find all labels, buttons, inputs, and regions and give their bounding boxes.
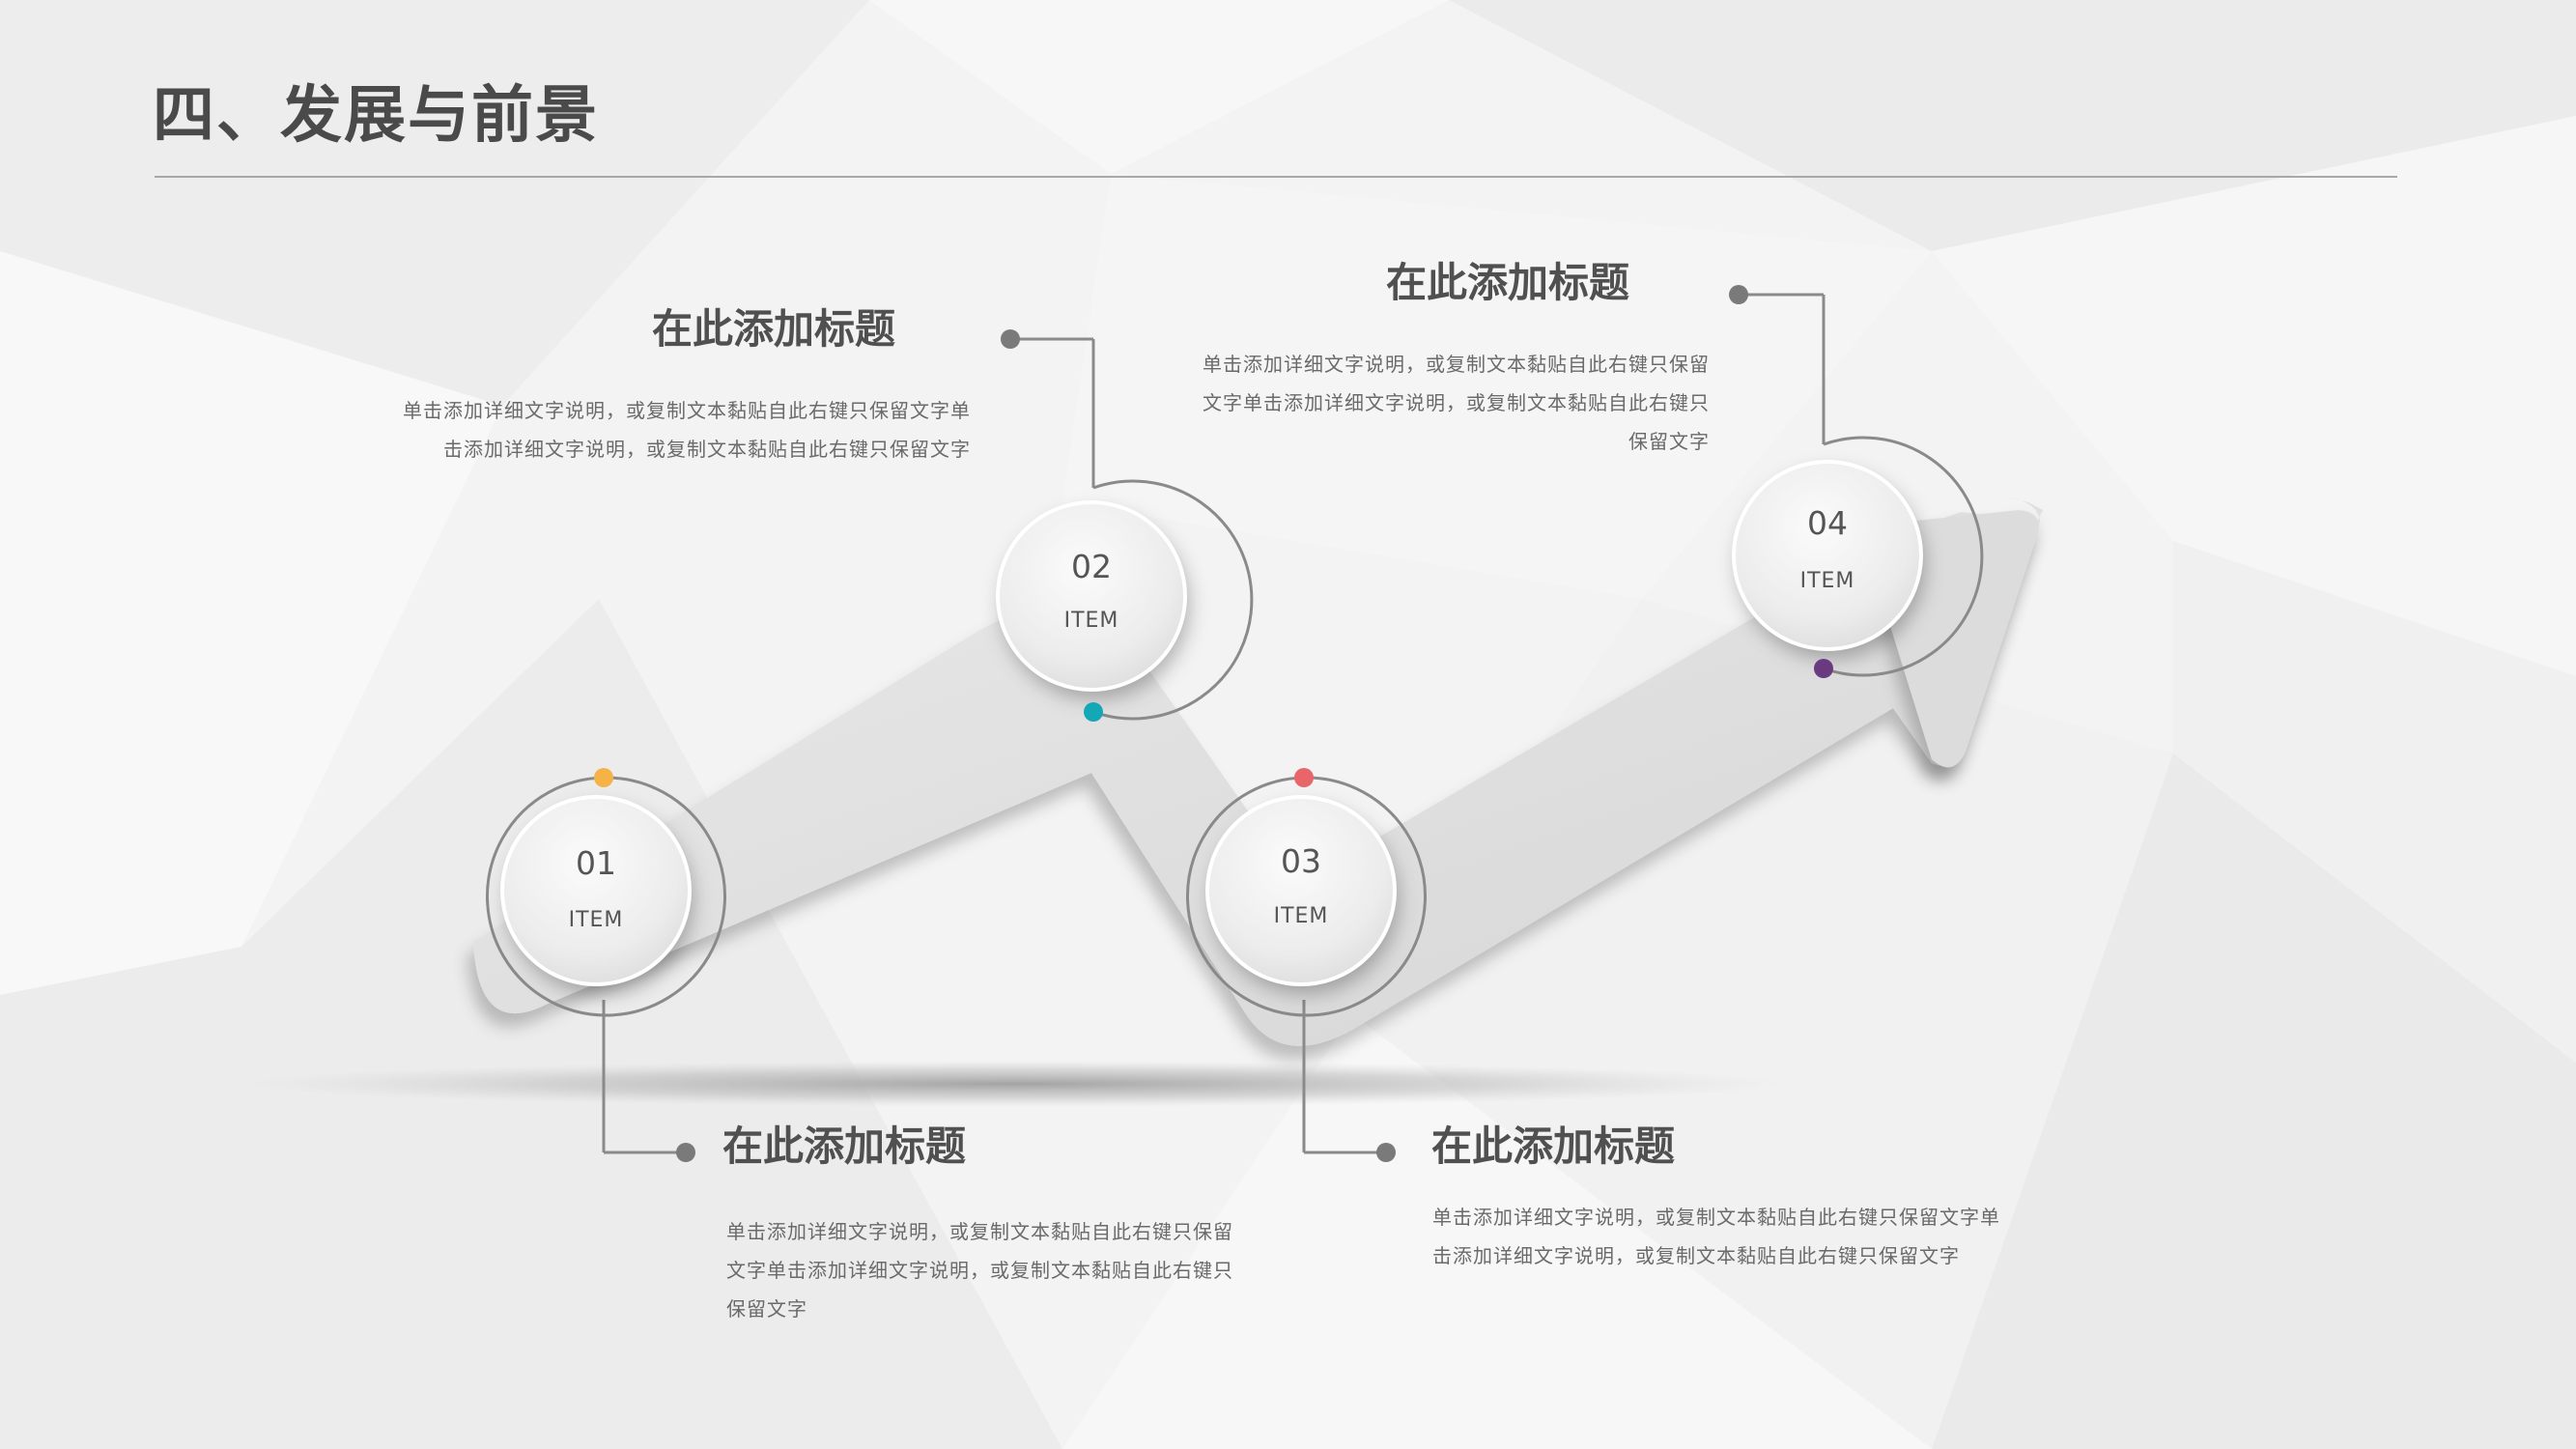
- step-04-number: 04: [1807, 504, 1848, 542]
- card-03-heading: 在此添加标题: [1431, 1122, 1676, 1170]
- card-01-desc-line: 保留文字: [726, 1297, 807, 1321]
- step-03-accent-dot: [1294, 768, 1314, 787]
- connector-01-dot: [676, 1143, 695, 1162]
- connector-03-dot: [1376, 1143, 1396, 1162]
- step-02-label: ITEM: [1063, 609, 1119, 633]
- step-02-button: [998, 502, 1185, 690]
- card-04-heading: 在此添加标题: [1386, 259, 1630, 306]
- connector-02-dot: [1001, 329, 1020, 349]
- card-03-desc-line: 单击添加详细文字说明，或复制文本黏贴自此右键只保留文字单: [1432, 1206, 2000, 1229]
- step-node-02: [996, 479, 1254, 722]
- card-04-description: 单击添加详细文字说明，或复制文本黏贴自此右键只保留 文字单击添加详细文字说明，或…: [1062, 345, 1710, 461]
- title-divider: [155, 176, 2397, 178]
- step-01-outer-ring: [486, 776, 726, 1017]
- step-04-accent-dot: [1814, 659, 1833, 678]
- card-02-desc-line: 击添加详细文字说明，或复制文本黏贴自此右键只保留文字: [443, 438, 971, 461]
- step-03-button: [1207, 797, 1395, 984]
- card-01-heading: 在此添加标题: [722, 1122, 967, 1170]
- step-02-number: 02: [1071, 548, 1112, 585]
- card-01-desc-line: 单击添加详细文字说明，或复制文本黏贴自此右键只保留: [726, 1220, 1233, 1243]
- step-node-04: [1732, 436, 1984, 678]
- card-03-description: 单击添加详细文字说明，或复制文本黏贴自此右键只保留文字单 击添加详细文字说明，或…: [1432, 1198, 2000, 1275]
- step-01-accent-dot: [594, 768, 613, 787]
- step-01-label: ITEM: [568, 908, 624, 932]
- step-01-number: 01: [576, 844, 616, 882]
- step-03-outer-ring: [1186, 776, 1427, 1017]
- card-04-desc-line: 保留文字: [1628, 430, 1710, 453]
- card-02-description: 单击添加详细文字说明，或复制文本黏贴自此右键只保留文字单 击添加详细文字说明，或…: [290, 391, 971, 469]
- floor-shadow: [241, 1061, 1787, 1107]
- card-02-heading: 在此添加标题: [652, 305, 896, 353]
- step-02-outer-ring: [1092, 479, 1254, 721]
- step-04-outer-ring: [1823, 436, 1984, 677]
- connector-04-dot: [1729, 285, 1748, 304]
- slide-title: 四、发展与前景: [153, 80, 599, 152]
- card-01-desc-line: 文字单击添加详细文字说明，或复制文本黏贴自此右键只: [726, 1259, 1233, 1282]
- step-01-button: [502, 797, 690, 984]
- step-04-label: ITEM: [1799, 569, 1855, 593]
- card-02-desc-line: 单击添加详细文字说明，或复制文本黏贴自此右键只保留文字单: [403, 399, 971, 422]
- step-node-01: [486, 768, 726, 1017]
- step-03-number: 03: [1281, 842, 1321, 880]
- step-02-accent-dot: [1084, 702, 1103, 722]
- step-node-03: [1186, 768, 1427, 1017]
- step-04-button: [1734, 462, 1921, 649]
- card-04-desc-line: 单击添加详细文字说明，或复制文本黏贴自此右键只保留: [1203, 353, 1710, 376]
- card-01-description: 单击添加详细文字说明，或复制文本黏贴自此右键只保留 文字单击添加详细文字说明，或…: [726, 1212, 1233, 1328]
- card-04-desc-line: 文字单击添加详细文字说明，或复制文本黏贴自此右键只: [1203, 391, 1710, 414]
- step-03-label: ITEM: [1273, 904, 1329, 928]
- card-03-desc-line: 击添加详细文字说明，或复制文本黏贴自此右键只保留文字: [1432, 1244, 1960, 1267]
